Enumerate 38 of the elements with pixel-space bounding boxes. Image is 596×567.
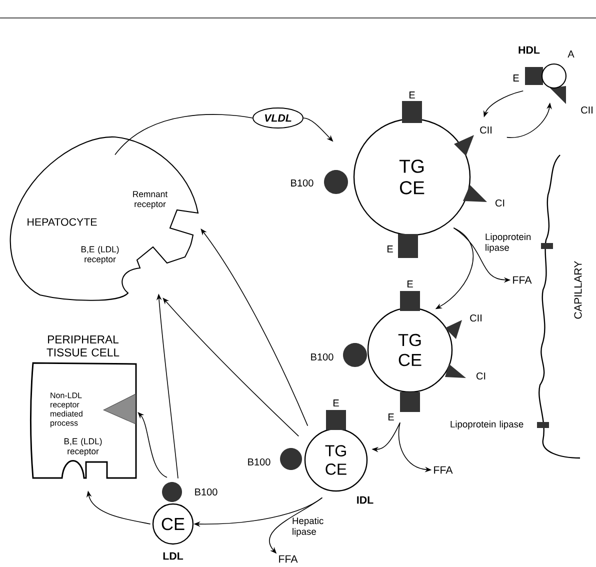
lipase-label: Lipoprotein lipase [450,420,524,430]
apoprotein-label: E [407,280,413,288]
receptor-label: Non-LDL receptor mediated process [50,392,82,428]
capillary-label: CAPILLARY [574,260,582,319]
apoprotein-label: B100 [248,458,270,466]
line [114,114,253,156]
apoprotein-label: CII [480,126,492,134]
apoprotein-label: E [513,74,519,82]
apoprotein-label: CII [581,106,592,114]
cell-label: HEPATOCYTE [28,218,97,226]
receptor-label: B,E (LDL) receptor [81,246,119,264]
apoprotein-label: B100 [195,488,218,496]
particle-label: LDL [163,552,184,560]
apoprotein-label: E [333,400,339,406]
apoprotein-label: E [388,414,394,420]
apoprotein-label: CI [476,372,486,380]
receptor-label: B,E (LDL) receptor [64,438,102,456]
arrow [138,412,168,478]
receptor-label: Remnant receptor [133,191,168,209]
apoprotein-label: E [387,246,393,252]
apoprotein-label: A [568,50,574,58]
lipoprotein-particle: CE [152,503,194,545]
particle-label: IDL [357,496,374,504]
cell-label: PERIPHERAL TISSUE CELL [46,336,120,356]
particle-label: HDL [518,46,540,54]
apoprotein-label: CII [470,314,482,322]
apoprotein-label: CI [496,199,504,207]
apoprotein-label: B100 [311,353,334,361]
lipoprotein-particle: TG CE [367,307,453,393]
ffa-label: FFA [279,555,298,563]
apoprotein-label: E [409,92,415,98]
lipoprotein-particle: TG CE [304,428,368,492]
ffa-label: FFA [513,276,532,284]
apoprotein-label: B100 [291,179,314,187]
lipase-label: Lipoprotein lipase [486,233,531,253]
lipase-label: Hepatic lipase [292,517,324,537]
lipoprotein-particle: TG CE [353,118,471,236]
ffa-label: FFA [434,466,453,474]
